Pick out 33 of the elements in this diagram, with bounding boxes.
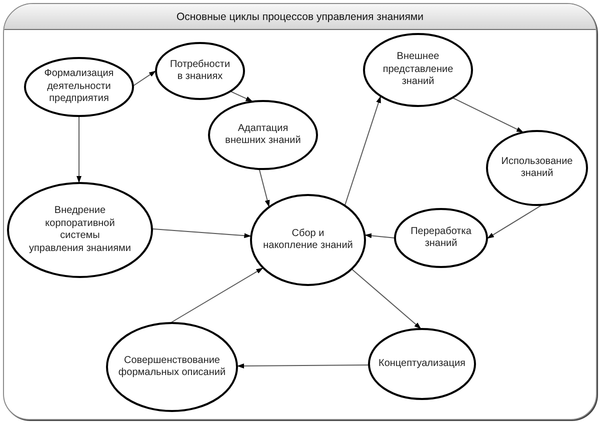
arrow	[486, 204, 543, 240]
node-label: Внедрение корпоративной системы управления знаниями	[28, 205, 132, 255]
node-label: Адаптация внешних знаний	[224, 122, 302, 148]
node-label: Внешнее представление знаний	[382, 51, 454, 89]
process-ellipse	[7, 182, 153, 278]
arrow	[344, 96, 382, 206]
node-label: Концептуализация	[378, 358, 466, 370]
diagram-title: Основные циклы процессов управления знаниями	[176, 10, 424, 22]
arrow	[364, 233, 396, 238]
arrow	[230, 90, 254, 102]
node-label: Переработка знаний	[410, 226, 472, 250]
node-label: Совершенствование формальных описаний	[117, 354, 227, 380]
arrow	[452, 97, 524, 133]
process-ellipse	[486, 130, 588, 206]
process-ellipse	[106, 322, 238, 412]
node-label: Использование знаний	[500, 156, 574, 180]
arrow	[76, 116, 82, 184]
arrow	[236, 363, 370, 368]
process-ellipse	[250, 194, 366, 286]
process-ellipse	[363, 33, 473, 107]
node-label: Сбор и накопление знаний	[262, 228, 354, 252]
arrow	[152, 228, 252, 238]
process-ellipse	[208, 100, 318, 170]
arrow	[258, 168, 270, 208]
node-label: Формализация деятельности предприятия	[43, 68, 115, 106]
process-ellipse	[24, 57, 134, 117]
arrow	[132, 70, 156, 86]
process-ellipse	[394, 208, 488, 268]
arrow	[351, 268, 422, 330]
node-label: Потребности в знаниях	[168, 58, 232, 84]
arrow	[170, 267, 264, 324]
process-ellipse	[155, 42, 245, 100]
process-ellipse	[368, 328, 476, 400]
